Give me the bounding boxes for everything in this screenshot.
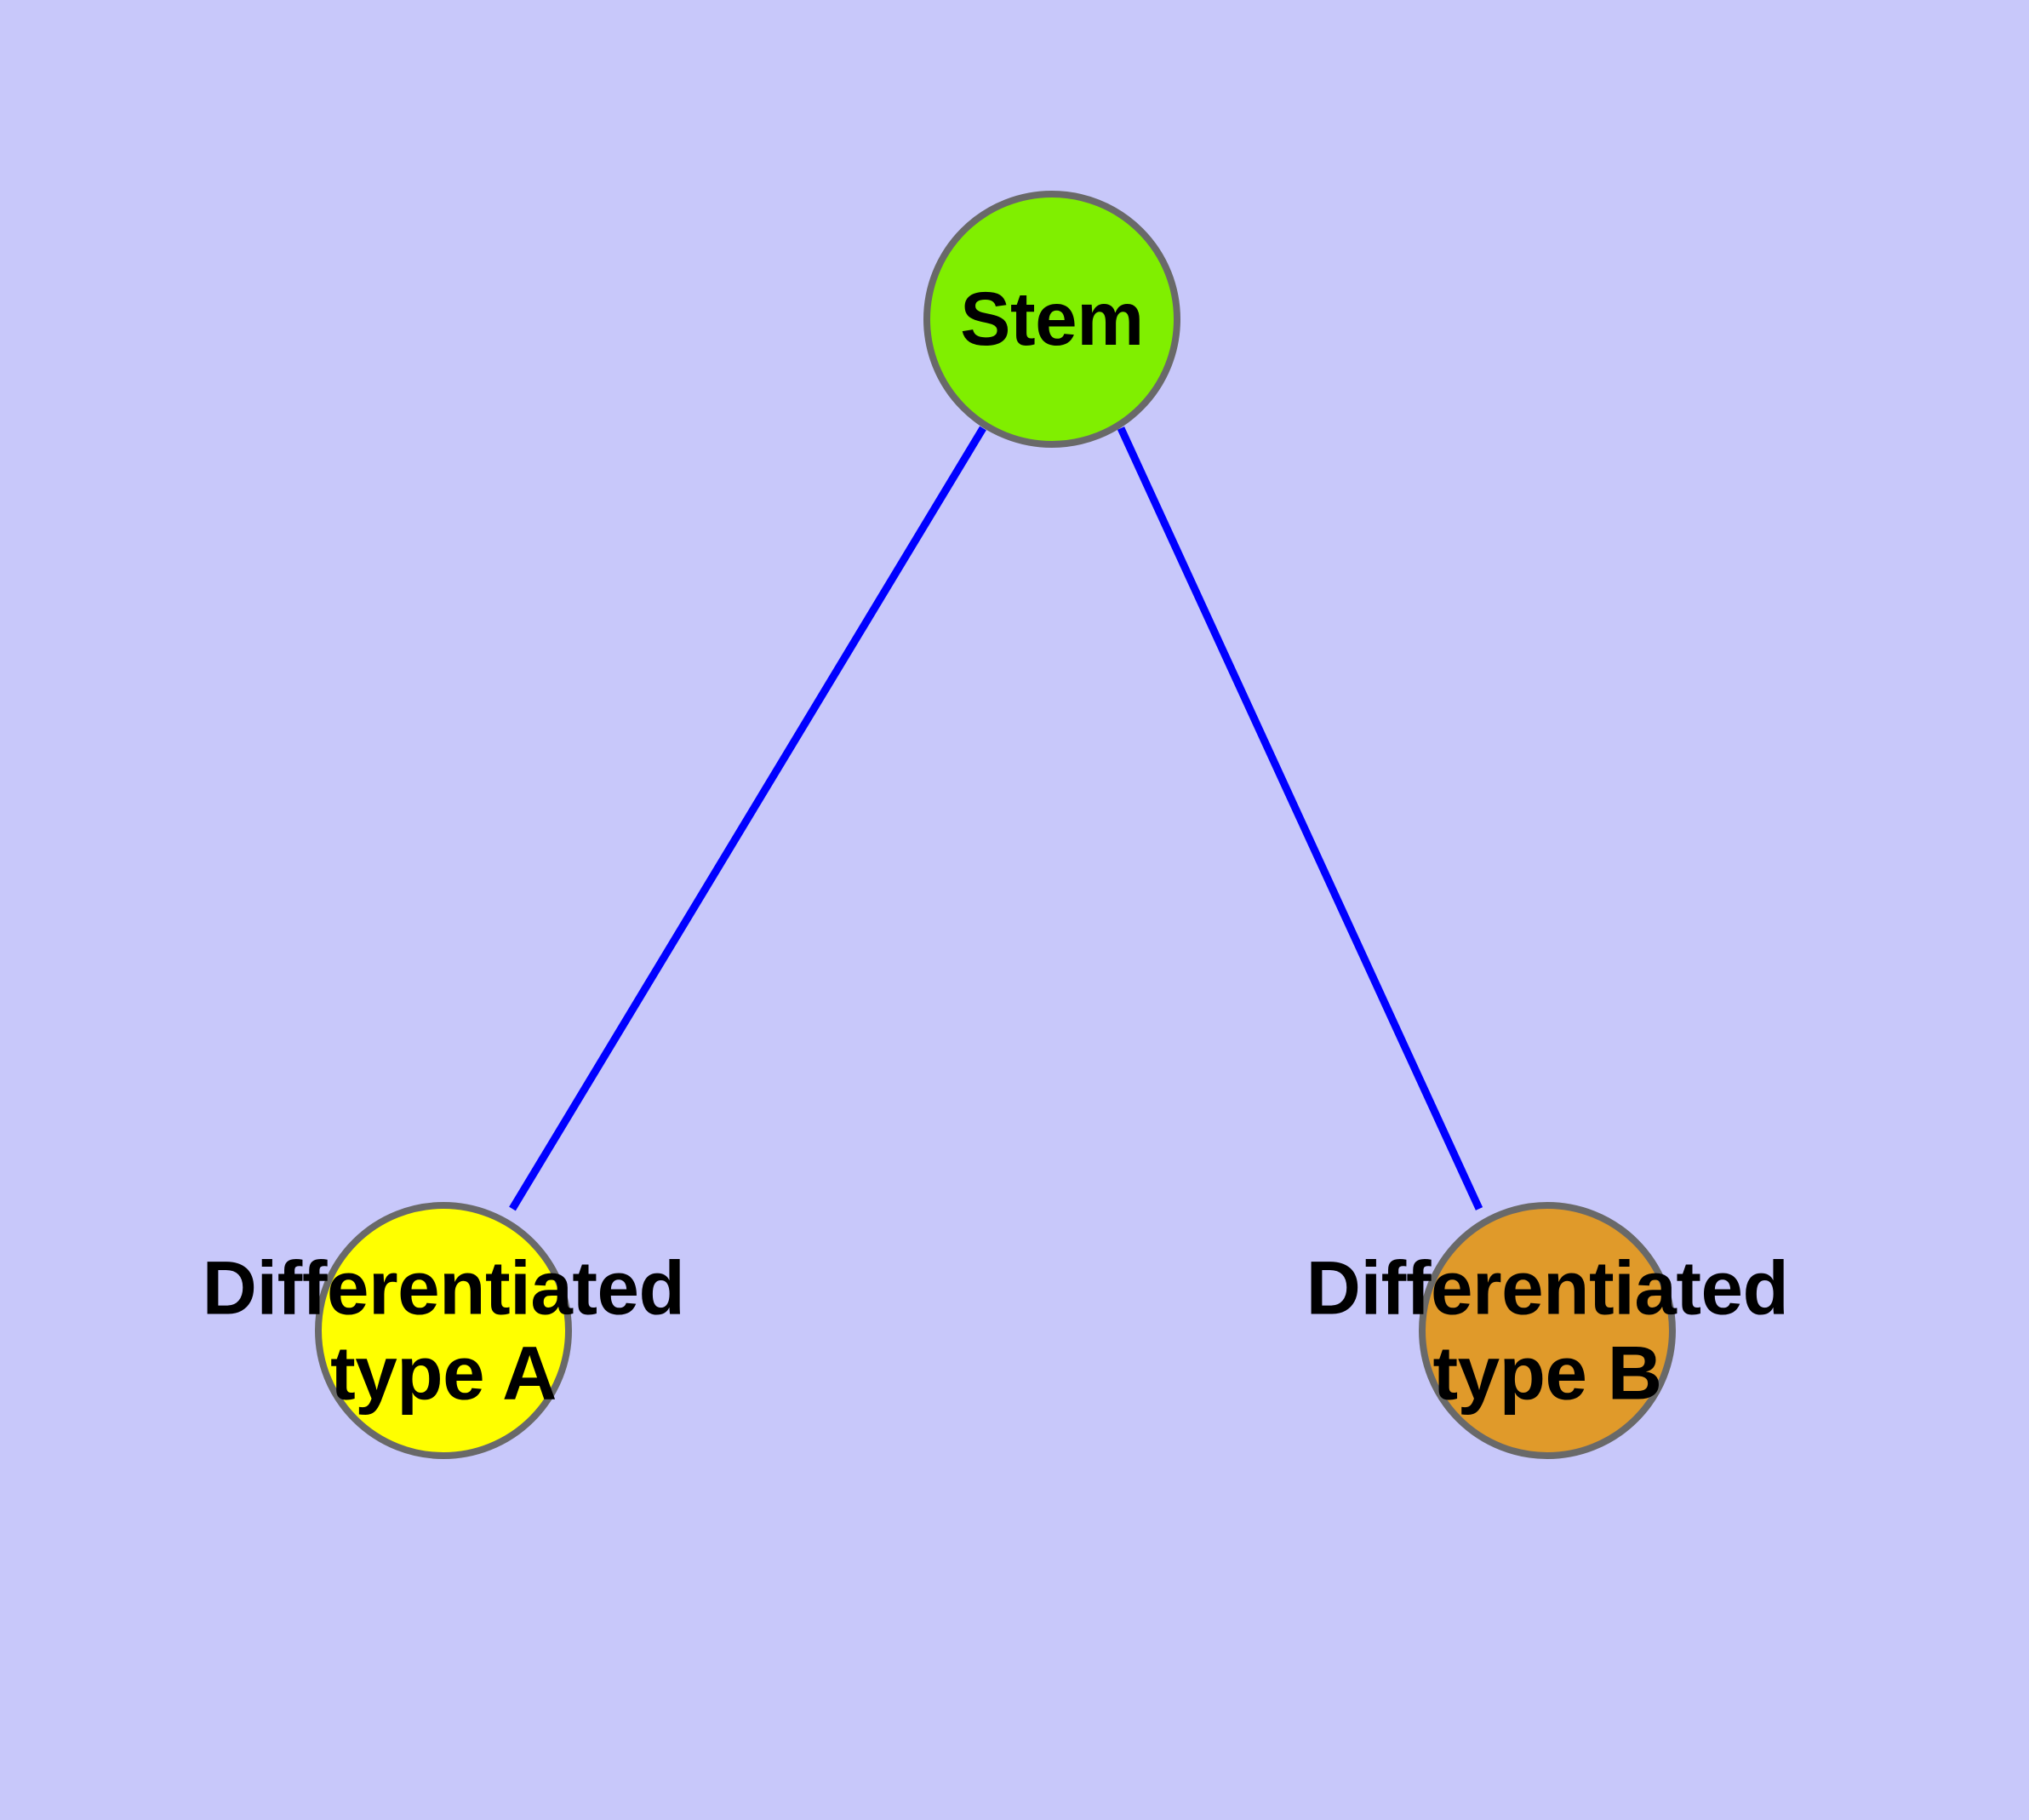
node-differentiated-type-a[interactable]: Differentiated type A [203, 1202, 685, 1459]
node-stem[interactable]: Stem [923, 191, 1180, 448]
node-differentiated-type-b[interactable]: Differentiated type B [1306, 1202, 1789, 1459]
edge-stem-to-differentiated-type-a [509, 426, 986, 1211]
edge-stem-to-differentiated-type-b [1117, 426, 1483, 1210]
node-stem-label: Stem [960, 276, 1144, 362]
